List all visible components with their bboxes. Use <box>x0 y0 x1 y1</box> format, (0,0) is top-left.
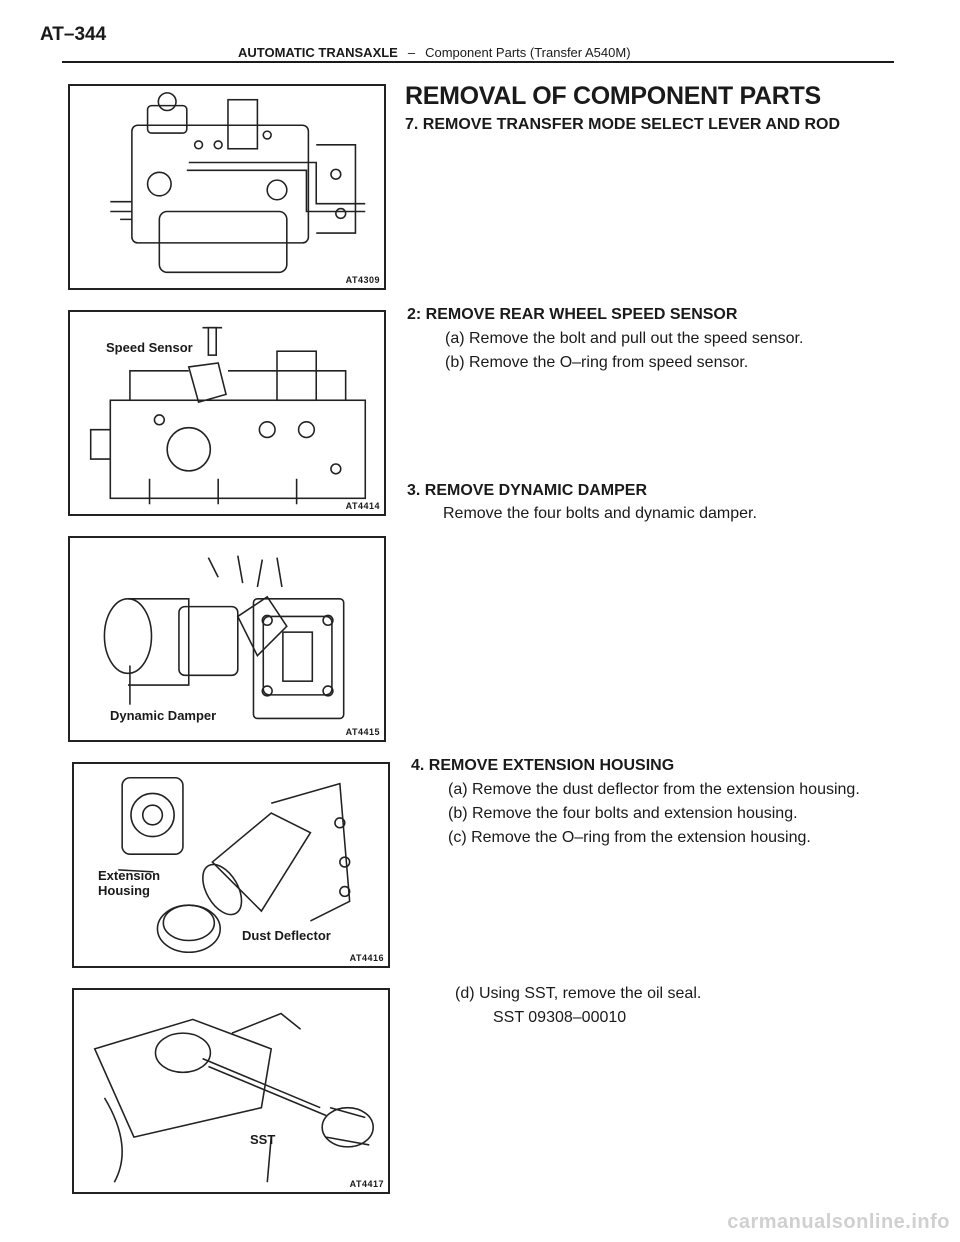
step-3-heading: 3. REMOVE DYNAMIC DAMPER <box>407 482 648 499</box>
label-dust-deflector: Dust Deflector <box>242 928 331 943</box>
figure-oil-seal-sst: SST AT4417 <box>72 988 390 1194</box>
step-4-line-a: (a) Remove the dust deflector from the e… <box>448 781 860 798</box>
header-rule <box>62 61 894 63</box>
label-speed-sensor: Speed Sensor <box>106 340 193 355</box>
step-4-line-d: (d) Using SST, remove the oil seal. <box>455 985 702 1002</box>
step-2-heading: 2: REMOVE REAR WHEEL SPEED SENSOR <box>407 306 738 323</box>
header-subsection: Component Parts (Transfer A540M) <box>425 45 631 60</box>
figure-extension-housing: Extension Housing Dust Deflector AT4416 <box>72 762 390 968</box>
step-4-line-c: (c) Remove the O–ring from the extension… <box>448 829 811 846</box>
figure-code: AT4414 <box>345 501 380 511</box>
figure-code: AT4309 <box>345 275 380 285</box>
header-separator: – <box>407 45 416 60</box>
step-4-heading: 4. REMOVE EXTENSION HOUSING <box>411 757 675 774</box>
step-7-heading: 7. REMOVE TRANSFER MODE SELECT LEVER AND… <box>405 116 840 133</box>
figure-speed-sensor: Speed Sensor AT4414 <box>68 310 386 516</box>
label-dynamic-damper: Dynamic Damper <box>110 708 217 723</box>
watermark: carmanualsonline.info <box>727 1211 950 1233</box>
speed-sensor-illustration <box>89 326 367 505</box>
step-2-line-a: (a) Remove the bolt and pull out the spe… <box>445 330 804 347</box>
figure-dynamic-damper: Dynamic Damper AT4415 <box>68 536 386 742</box>
step-3-line: Remove the four bolts and dynamic damper… <box>443 505 757 522</box>
extension-housing-illustration <box>118 776 351 954</box>
figure-transfer-assembly: AT4309 <box>68 84 386 290</box>
figure-code: AT4417 <box>349 1179 384 1189</box>
running-header: AUTOMATIC TRANSAXLE–Component Parts (Tra… <box>238 45 631 60</box>
transfer-assembly-illustration <box>110 92 366 274</box>
header-section: AUTOMATIC TRANSAXLE <box>238 45 398 60</box>
page-title: REMOVAL OF COMPONENT PARTS <box>405 82 821 110</box>
sst-number: SST 09308–00010 <box>493 1009 627 1026</box>
dynamic-damper-illustration <box>103 555 345 720</box>
figure-code: AT4415 <box>345 727 380 737</box>
figure-code: AT4416 <box>349 953 384 963</box>
label-extension: Extension <box>98 868 161 883</box>
oil-seal-sst-illustration <box>93 1012 374 1183</box>
page-number: AT–344 <box>40 24 107 45</box>
step-4-line-b: (b) Remove the four bolts and extension … <box>448 805 798 822</box>
label-housing: Housing <box>98 883 150 898</box>
label-sst: SST <box>250 1132 276 1147</box>
step-2-line-b: (b) Remove the O–ring from speed sensor. <box>445 354 749 371</box>
